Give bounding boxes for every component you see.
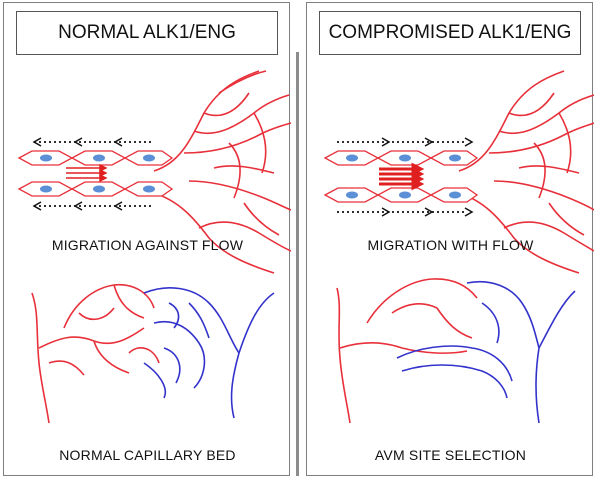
panel-title-normal: NORMAL ALK1/ENG — [16, 11, 278, 55]
panel-compromised: COMPROMISED ALK1/ENG — [306, 2, 594, 476]
panel-divider — [296, 52, 299, 476]
flow-arrows-normal — [66, 163, 108, 183]
migration-arrowheads-compromised — [381, 137, 474, 217]
capillary-venous-normal — [143, 287, 275, 419]
capillary-arterial-normal — [31, 283, 160, 424]
cell-row-top-normal — [17, 150, 174, 166]
migration-diagram-normal — [17, 70, 291, 424]
vessel-network-normal — [153, 70, 291, 274]
caption-migration-compromised: MIGRATION WITH FLOW — [367, 237, 534, 253]
panel-title-compromised: COMPROMISED ALK1/ENG — [319, 11, 581, 55]
cell-row-bottom-normal — [17, 181, 174, 197]
vessel-network-compromised — [458, 70, 594, 274]
capillary-venous-compromised — [396, 280, 576, 424]
panel-normal: NORMAL ALK1/ENG — [3, 2, 291, 476]
migration-arrows-compromised — [337, 141, 465, 213]
cell-row-bottom-compromised — [323, 187, 479, 203]
migration-arrowheads-normal — [32, 137, 123, 211]
cell-row-top-compromised — [323, 150, 479, 166]
migration-arrows-normal — [34, 141, 154, 207]
caption-migration-normal: MIGRATION AGAINST FLOW — [51, 237, 244, 253]
caption-bed-normal: NORMAL CAPILLARY BED — [59, 447, 236, 463]
flow-arrows-compromised — [379, 162, 425, 191]
capillary-arterial-compromised — [336, 278, 478, 424]
migration-diagram-compromised — [323, 70, 594, 424]
caption-bed-compromised: AVM SITE SELECTION — [374, 447, 527, 463]
